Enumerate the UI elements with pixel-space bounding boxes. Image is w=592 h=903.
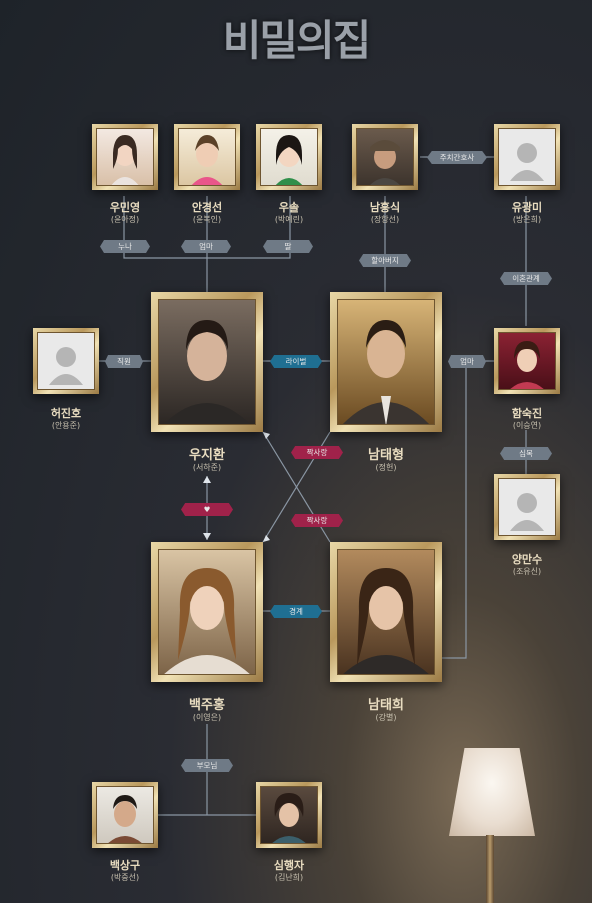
placeholder-person-icon bbox=[49, 347, 83, 385]
actor-hamsukjin: (이승연) bbox=[512, 421, 542, 430]
name-namheungsik: 남흥식 bbox=[369, 201, 401, 214]
lamp-pole-decoration bbox=[486, 835, 494, 903]
relation-tag-rival: 라이벌 bbox=[270, 355, 322, 368]
name-woominyoung: 우민영 bbox=[109, 201, 141, 214]
relation-tag-simbok: 심복 bbox=[500, 447, 552, 460]
person-photo-icon bbox=[510, 341, 544, 389]
portrait-yukwangmi[interactable] bbox=[494, 124, 560, 190]
portrait-yangmansu[interactable] bbox=[494, 474, 560, 540]
actor-yangmansu: (조유신) bbox=[512, 567, 542, 576]
portrait-ankyungsun[interactable] bbox=[174, 124, 240, 190]
placeholder-person-icon bbox=[510, 493, 544, 531]
name-baekjuhong: 백주홍 bbox=[189, 698, 225, 713]
name-ankyungsun: 안경선 bbox=[191, 201, 223, 214]
portrait-baekjuhong[interactable] bbox=[151, 542, 263, 682]
person-photo-icon bbox=[108, 795, 142, 843]
relation-tag-divorce: 이혼관계 bbox=[500, 272, 552, 285]
relation-tag-crush-1: 짝사랑 bbox=[291, 446, 343, 459]
relation-tag-parents: 부모님 bbox=[181, 759, 233, 772]
person-photo-icon bbox=[191, 135, 223, 185]
relation-tag-mom: 엄마 bbox=[448, 355, 486, 368]
name-hamsukjin: 함숙진 bbox=[511, 407, 543, 420]
portrait-simhaengja[interactable] bbox=[256, 782, 322, 848]
person-photo-icon bbox=[343, 568, 429, 674]
person-photo-icon bbox=[111, 135, 139, 185]
name-wusol: 우솔 bbox=[278, 201, 300, 214]
actor-baeksanggu: (박중선) bbox=[110, 873, 140, 882]
portrait-woominyoung[interactable] bbox=[92, 124, 158, 190]
actor-yukwangmi: (방은희) bbox=[512, 215, 542, 224]
actor-simhaengja: (김난희) bbox=[274, 873, 304, 882]
name-wujihwan: 우지환 bbox=[189, 448, 225, 463]
actor-namtaehee: (강별) bbox=[375, 713, 397, 722]
placeholder-person-icon bbox=[510, 143, 544, 181]
name-yangmansu: 양만수 bbox=[511, 553, 543, 566]
relation-tag-employee: 직원 bbox=[105, 355, 143, 368]
relation-tag-crush-2: 짝사랑 bbox=[291, 514, 343, 527]
name-simhaengja: 심행자 bbox=[273, 859, 305, 872]
name-yukwangmi: 유광미 bbox=[511, 201, 543, 214]
name-heojinho: 허진호 bbox=[50, 407, 82, 420]
relation-tag-umma: 엄마 bbox=[181, 240, 231, 253]
actor-namtaehyung: (정헌) bbox=[375, 463, 397, 472]
name-namtaehyung: 남태형 bbox=[368, 448, 404, 463]
person-photo-icon bbox=[370, 140, 400, 185]
portrait-baeksanggu[interactable] bbox=[92, 782, 158, 848]
person-photo-icon bbox=[275, 135, 303, 185]
relation-tag-nurse: 주치간호사 bbox=[427, 151, 487, 164]
person-photo-icon bbox=[164, 320, 250, 424]
actor-baekjuhong: (이영은) bbox=[192, 713, 222, 722]
name-namtaehee: 남태희 bbox=[368, 698, 404, 713]
portrait-hamsukjin[interactable] bbox=[494, 328, 560, 394]
portrait-wusol[interactable] bbox=[256, 124, 322, 190]
relation-tag-heart: ♥ bbox=[181, 503, 233, 516]
actor-namheungsik: (장항선) bbox=[370, 215, 400, 224]
relation-tag-ttal: 딸 bbox=[263, 240, 313, 253]
person-photo-icon bbox=[343, 320, 429, 424]
actor-ankyungsun: (윤복인) bbox=[192, 215, 222, 224]
relation-tag-nuna: 누나 bbox=[100, 240, 150, 253]
actor-wusol: (박예린) bbox=[274, 215, 304, 224]
portrait-namheungsik[interactable] bbox=[352, 124, 418, 190]
portrait-namtaehyung[interactable] bbox=[330, 292, 442, 432]
portrait-namtaehee[interactable] bbox=[330, 542, 442, 682]
actor-woominyoung: (윤아정) bbox=[110, 215, 140, 224]
actor-wujihwan: (서하준) bbox=[192, 463, 222, 472]
portrait-wujihwan[interactable] bbox=[151, 292, 263, 432]
portrait-heojinho[interactable] bbox=[33, 328, 99, 394]
person-photo-icon bbox=[272, 793, 306, 843]
lamp-shade-decoration bbox=[449, 748, 535, 836]
name-baeksanggu: 백상구 bbox=[109, 859, 141, 872]
actor-heojinho: (안용준) bbox=[51, 421, 81, 430]
show-logo: 비밀의집 bbox=[222, 16, 372, 65]
relation-tag-grandpa: 할아버지 bbox=[359, 254, 411, 267]
person-photo-icon bbox=[164, 568, 250, 674]
relation-tag-rivalry: 경계 bbox=[270, 605, 322, 618]
